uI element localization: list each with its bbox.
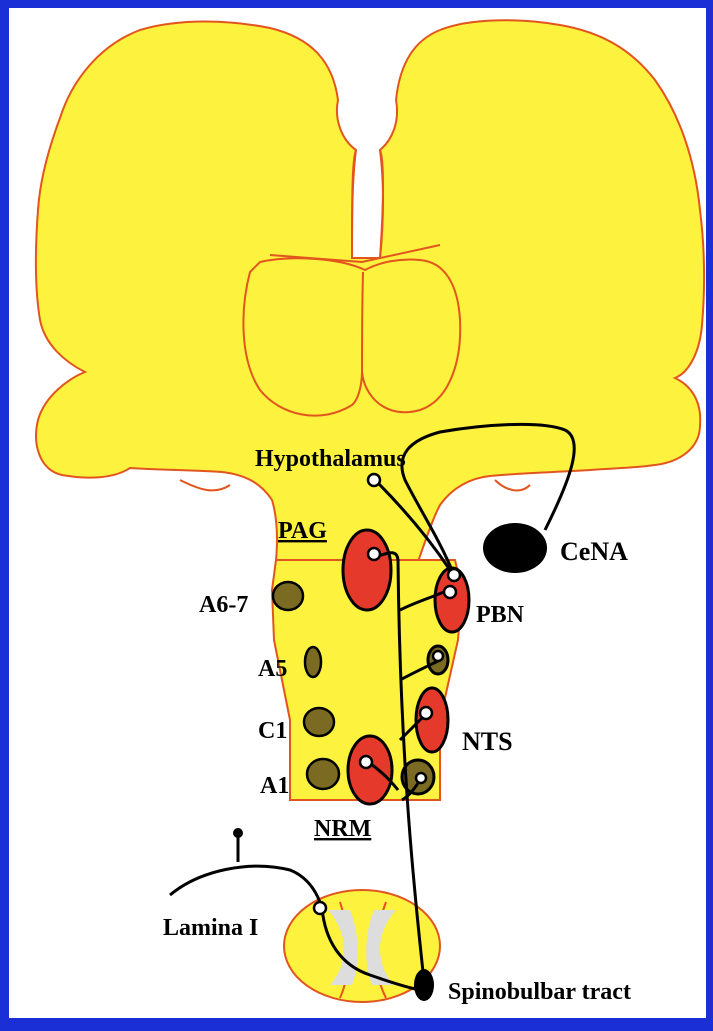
- a5-nucleus: [305, 647, 321, 677]
- label-pag: PAG: [278, 518, 327, 544]
- label-hypothalamus: Hypothalamus: [255, 446, 406, 472]
- cena-nucleus: [483, 523, 547, 573]
- pag-synapse: [368, 548, 380, 560]
- label-nts: NTS: [462, 727, 513, 756]
- pbn-synapse: [444, 586, 456, 598]
- afferent-terminal-dot: [233, 828, 243, 838]
- nrm-nucleus: [348, 736, 392, 804]
- a6-7-nucleus: [273, 582, 303, 610]
- label-a1: A1: [260, 773, 289, 799]
- label-cena: CeNA: [560, 537, 628, 566]
- pag-nucleus: [343, 530, 391, 610]
- thalamus-midline: [362, 272, 363, 372]
- spinobulbar-tract-marker: [414, 969, 434, 1001]
- nrm-synapse: [360, 756, 372, 768]
- label-lamina-i: Lamina I: [163, 915, 258, 941]
- hypothalamus-synapse: [368, 474, 380, 486]
- label-a6-7: A6-7: [199, 592, 248, 618]
- pbn-small-synapse: [433, 651, 443, 661]
- c1-nucleus: [304, 708, 334, 736]
- label-nrm: NRM: [314, 816, 371, 842]
- a1-nucleus: [307, 759, 339, 789]
- nts-synapse: [420, 707, 432, 719]
- lamina-i-synapse: [314, 902, 326, 914]
- pbn-upper-synapse: [448, 569, 460, 581]
- nrm-right-synapse: [416, 773, 426, 783]
- label-pbn: PBN: [476, 602, 525, 628]
- label-spinobulbar-tract: Spinobulbar tract: [448, 979, 631, 1005]
- label-a5: A5: [258, 656, 287, 682]
- label-c1: C1: [258, 718, 287, 744]
